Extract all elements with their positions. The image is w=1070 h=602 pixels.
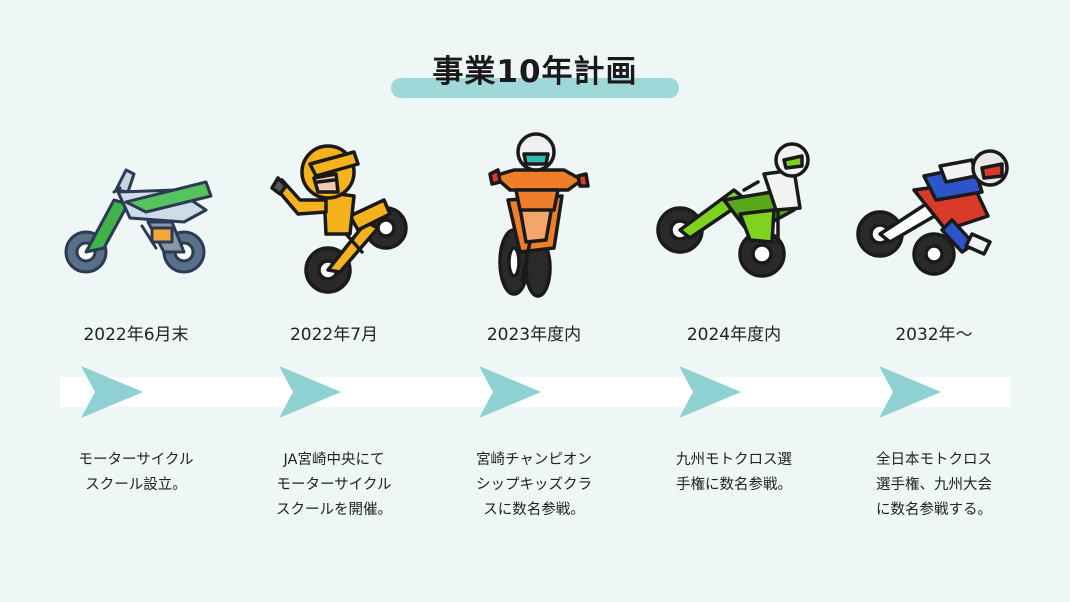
milestone-date: 2032年〜 xyxy=(895,325,973,345)
milestone-description: モーターサイクル スクール設立。 xyxy=(78,452,194,493)
timeline-arrow-icon xyxy=(81,366,143,418)
milestone-4: 2024年度内 九州モトクロス選 手権に数名参戦。 xyxy=(634,0,834,602)
title-area: 事業10年計画 xyxy=(0,40,1070,104)
milestone-description: 九州モトクロス選 手権に数名参戦。 xyxy=(676,452,792,493)
timeline-arrow-icon xyxy=(879,366,941,418)
milestone-3: 2023年度内 宮崎チャンピオン シップキッズクラ スに数名参戦。 xyxy=(434,0,634,602)
page-title: 事業10年計画 xyxy=(432,54,638,90)
milestone-description: JA宮崎中央にて モーターサイクル スクールを開催。 xyxy=(276,452,392,518)
milestone-5: 2032年〜 全日本モトクロス 選手権、九州大会 に数名参戦する。 xyxy=(834,0,1034,602)
milestone-description: 宮崎チャンピオン シップキッズクラ スに数名参戦。 xyxy=(476,452,592,518)
milestone-date: 2022年7月 xyxy=(289,325,379,345)
milestone-date: 2022年6月末 xyxy=(83,325,189,345)
jumping-rider-icon xyxy=(488,132,590,298)
title-highlight-bar xyxy=(391,78,679,98)
timeline-arrow-icon xyxy=(679,366,741,418)
milestone-1: 2022年6月末 モーターサイクル スクール設立。 xyxy=(36,0,236,602)
racing-rider-icon xyxy=(856,149,1009,276)
milestone-date: 2023年度内 xyxy=(486,325,582,345)
green-rider-icon xyxy=(656,142,810,278)
dirt-bike-icon xyxy=(64,168,213,274)
milestone-2: 2022年7月 JA宮崎中央にて モーターサイクル スクールを開催。 xyxy=(234,0,434,602)
milestone-date: 2024年度内 xyxy=(686,325,782,345)
timeline-arrow-icon xyxy=(279,366,341,418)
timeline-arrow-icon xyxy=(479,366,541,418)
wheelie-rider-icon xyxy=(270,144,408,294)
milestone-description: 全日本モトクロス 選手権、九州大会 に数名参戦する。 xyxy=(876,452,992,518)
